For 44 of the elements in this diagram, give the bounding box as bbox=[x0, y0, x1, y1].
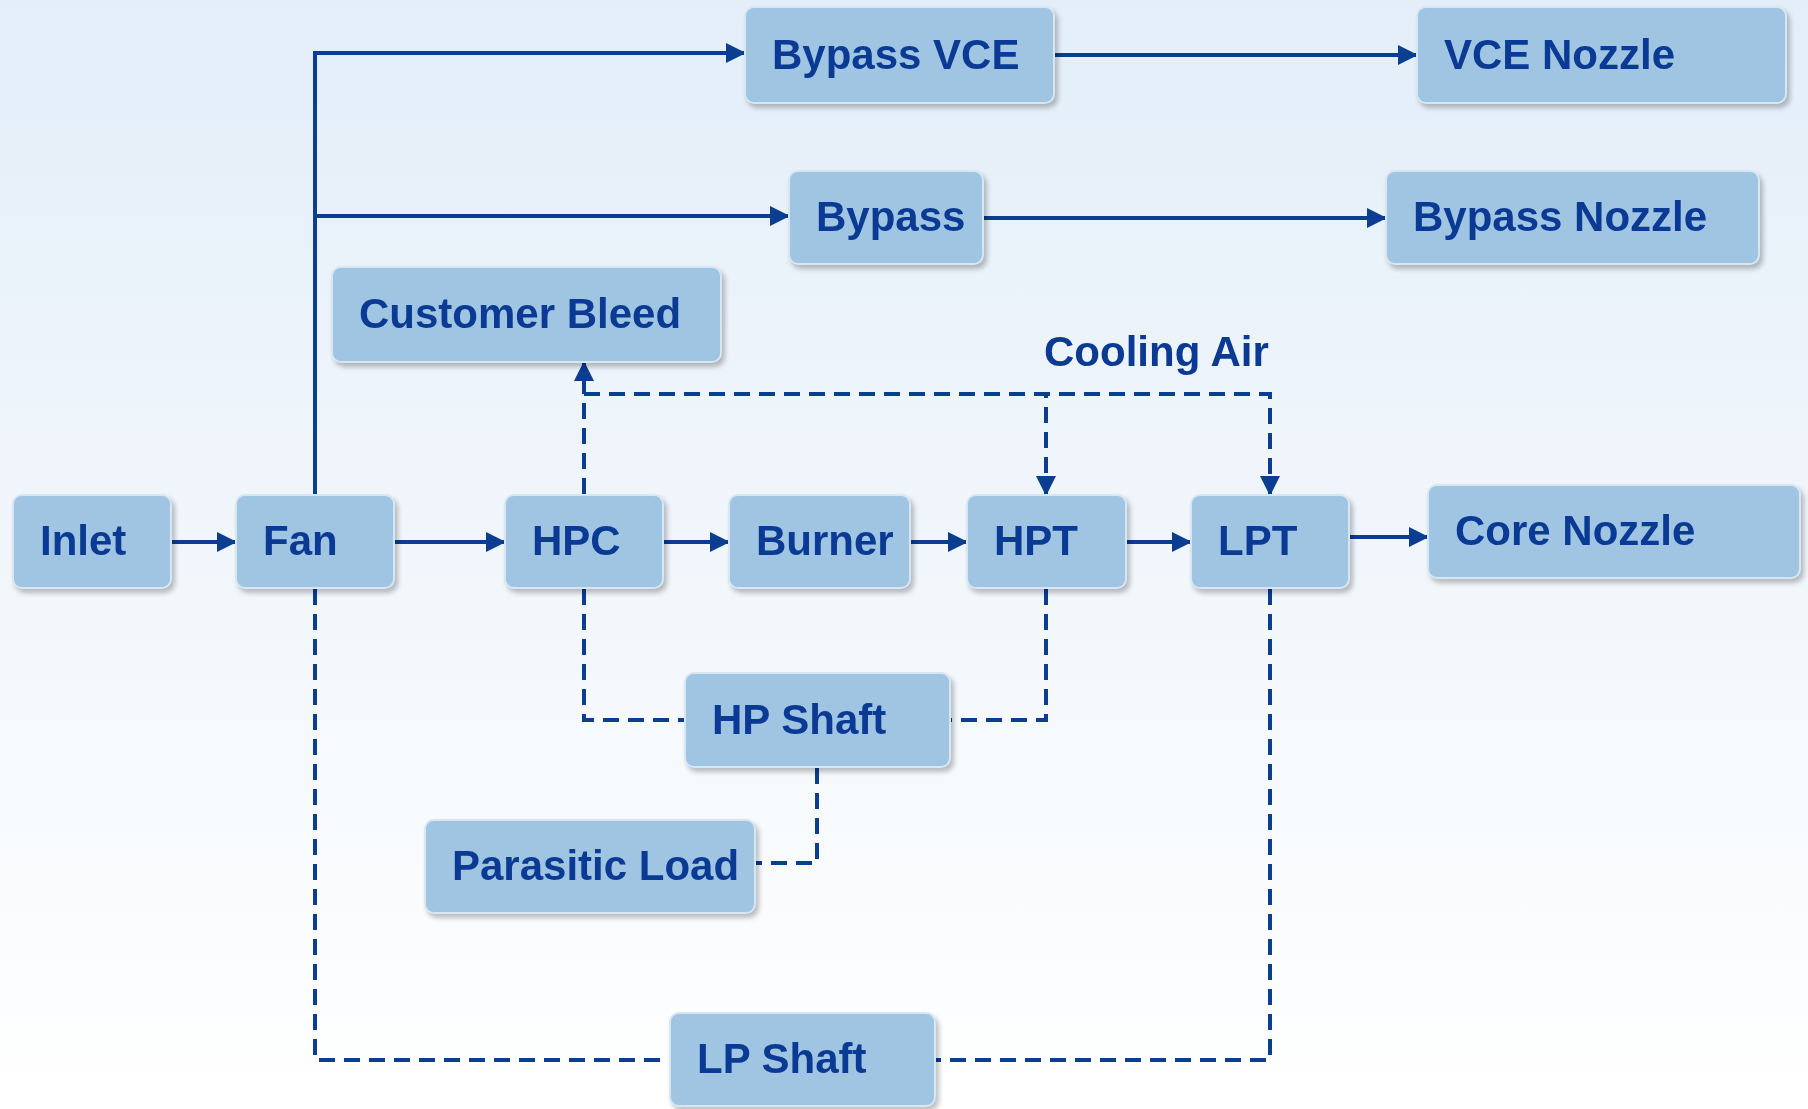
process-box bbox=[966, 494, 1127, 589]
node-label: VCE Nozzle bbox=[1444, 32, 1676, 78]
node-label: HP Shaft bbox=[712, 697, 887, 743]
arrow bbox=[984, 208, 1387, 228]
arrow bbox=[911, 532, 968, 552]
node-label: Core Nozzle bbox=[1455, 509, 1696, 554]
node-label: Bypass VCE bbox=[772, 32, 1020, 78]
arrow bbox=[395, 532, 506, 552]
connector-line bbox=[582, 589, 684, 722]
node-label: Bypass bbox=[816, 195, 966, 240]
process-box bbox=[684, 672, 951, 768]
process-box bbox=[331, 266, 722, 363]
node-label: Parasitic Load bbox=[452, 844, 740, 889]
node-label: Customer Bleed bbox=[359, 292, 682, 337]
arrow bbox=[172, 532, 237, 552]
process-box bbox=[788, 170, 984, 265]
node-label: LPT bbox=[1218, 519, 1298, 564]
process-box bbox=[669, 1012, 936, 1107]
connector-line bbox=[936, 589, 1272, 1062]
node-label: Fan bbox=[263, 519, 338, 564]
flow-label: Cooling Air bbox=[1044, 328, 1269, 376]
arrow bbox=[664, 532, 730, 552]
arrow bbox=[1055, 45, 1418, 65]
process-box bbox=[12, 494, 172, 589]
process-box bbox=[1190, 494, 1350, 589]
process-box bbox=[1416, 6, 1787, 104]
connector-line bbox=[951, 589, 1048, 722]
arrow bbox=[1127, 532, 1192, 552]
process-box bbox=[744, 6, 1055, 104]
arrow bbox=[1350, 527, 1429, 547]
node-label: Inlet bbox=[40, 519, 127, 564]
node-label: HPT bbox=[994, 519, 1078, 564]
node-label: HPC bbox=[532, 519, 621, 564]
process-box bbox=[1427, 484, 1801, 579]
arrow bbox=[582, 392, 1280, 496]
process-box bbox=[504, 494, 664, 589]
node-label: LP Shaft bbox=[697, 1037, 867, 1082]
connector-line bbox=[756, 768, 819, 865]
process-box bbox=[728, 494, 911, 589]
process-box bbox=[1385, 170, 1760, 265]
process-box bbox=[424, 819, 756, 914]
node-label: Burner bbox=[756, 519, 894, 564]
process-box bbox=[235, 494, 395, 589]
node-label: Bypass Nozzle bbox=[1413, 195, 1708, 240]
